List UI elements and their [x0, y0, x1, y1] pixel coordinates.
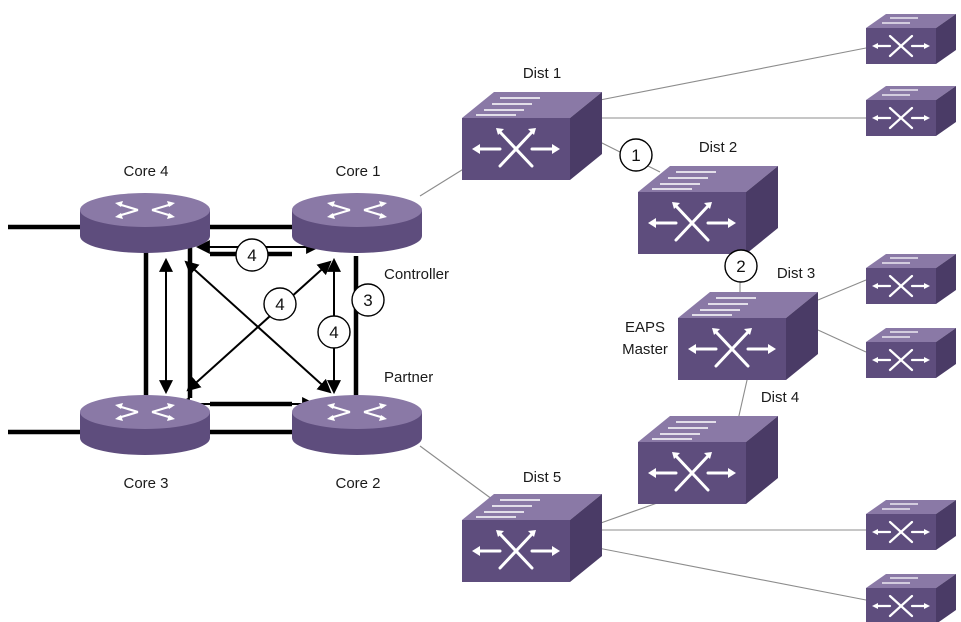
dist3-switch-icon: [676, 290, 820, 382]
edge-switch-2-icon: [864, 84, 958, 138]
core3-router-icon: [78, 393, 212, 457]
edge-switch-3-icon: [864, 252, 958, 306]
link-dist5-edge6: [597, 547, 867, 601]
svg-text:1: 1: [631, 146, 640, 165]
link-dist5-dist4: [597, 501, 661, 525]
top-note: ........: [144, 0, 202, 5]
marker-4-center: 4: [263, 287, 297, 321]
marker-4-right: 4: [317, 315, 351, 349]
dist5-switch-icon: [460, 492, 604, 584]
edge-switch-4-icon: [864, 326, 958, 380]
edge-switch-5-icon: [864, 498, 958, 552]
label-eaps: EAPS: [625, 319, 665, 336]
marker-3: 3: [351, 283, 385, 317]
label-dist3: Dist 3: [777, 265, 815, 282]
marker-4-top: 4: [235, 238, 269, 272]
marker-1: 1: [619, 138, 653, 172]
svg-text:4: 4: [247, 246, 256, 265]
link-dist1-edge1: [599, 47, 867, 101]
dist1-switch-icon: [460, 90, 604, 182]
link-core2-dist5: [419, 445, 501, 506]
core4-router-icon: [78, 191, 212, 255]
label-dist2: Dist 2: [699, 139, 737, 156]
svg-text:2: 2: [736, 257, 745, 276]
label-dist5: Dist 5: [523, 469, 561, 486]
label-dist1: Dist 1: [523, 65, 561, 82]
label-core4: Core 4: [123, 163, 168, 180]
dist4-switch-icon: [636, 414, 780, 506]
label-controller: Controller: [384, 266, 449, 283]
svg-text:4: 4: [275, 295, 284, 314]
thin-links: [419, 47, 867, 601]
label-dist4: Dist 4: [761, 389, 799, 406]
svg-text:4: 4: [329, 323, 338, 342]
arrow-core1-core3: [186, 260, 332, 392]
label-master: Master: [622, 341, 668, 358]
label-core3: Core 3: [123, 475, 168, 492]
svg-text:3: 3: [363, 291, 372, 310]
core1-router-icon: [290, 191, 424, 255]
link-dist3-edge4: [817, 329, 867, 353]
dist2-switch-icon: [636, 164, 780, 256]
edge-switch-1-icon: [864, 12, 958, 66]
label-core1: Core 1: [335, 163, 380, 180]
label-core2: Core 2: [335, 475, 380, 492]
core2-router-icon: [290, 393, 424, 457]
marker-2: 2: [724, 249, 758, 283]
label-partner: Partner: [384, 369, 433, 386]
edge-switch-6-icon: [864, 572, 958, 622]
link-dist3-edge3: [817, 279, 867, 301]
